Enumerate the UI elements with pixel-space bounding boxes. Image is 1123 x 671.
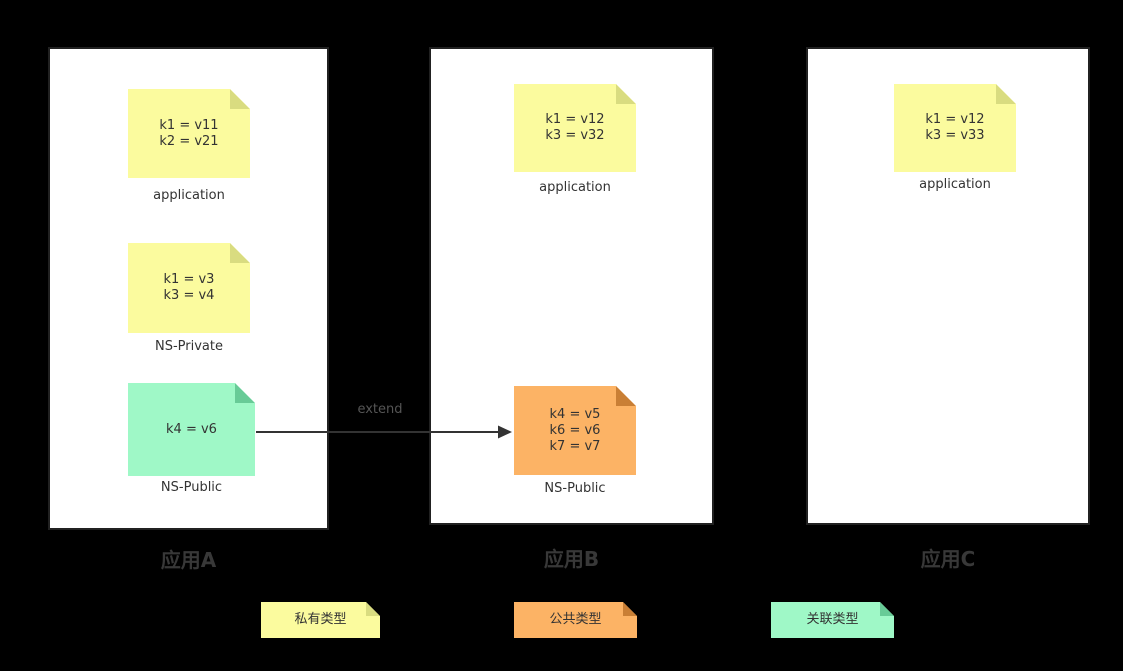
note-fold-icon bbox=[235, 383, 255, 403]
legend-label: 公共类型 bbox=[549, 612, 602, 627]
note-label-application-b: application bbox=[539, 180, 611, 195]
note-ns-private-a: k1 = v3 k3 = v4 bbox=[128, 243, 250, 333]
panel-title-app-a: 应用A bbox=[160, 548, 217, 572]
note-fold-icon bbox=[366, 602, 380, 616]
note-application-c: k1 = v12 k3 = v33 bbox=[894, 84, 1016, 172]
note-line: k4 = v5 bbox=[549, 406, 601, 422]
panel-title-app-c: 应用C bbox=[920, 547, 976, 571]
panel-app-b: k1 = v12 k3 = v32 application k4 = v5 k6… bbox=[429, 47, 714, 525]
note-application-b: k1 = v12 k3 = v32 bbox=[514, 84, 636, 172]
note-label-ns-private-a: NS-Private bbox=[155, 339, 223, 354]
note-label-ns-public-a: NS-Public bbox=[160, 480, 223, 495]
panel-app-c: k1 = v12 k3 = v33 application bbox=[806, 47, 1090, 525]
note-line: k3 = v4 bbox=[163, 288, 215, 303]
note-line: k6 = v6 bbox=[549, 422, 601, 438]
note-application-a: k1 = v11 k2 = v21 bbox=[128, 89, 250, 178]
note-line: k4 = v6 bbox=[166, 421, 217, 437]
legend-label: 关联类型 bbox=[806, 612, 859, 627]
legend-item-associated-type: 关联类型 bbox=[771, 602, 894, 638]
note-line: k7 = v7 bbox=[549, 438, 601, 454]
note-fold-icon bbox=[996, 84, 1016, 104]
note-line: k1 = v3 bbox=[163, 272, 215, 287]
extend-arrow-label: extend bbox=[357, 402, 403, 417]
note-line: k3 = v33 bbox=[925, 128, 985, 143]
note-fold-icon bbox=[230, 89, 250, 109]
note-ns-public-a: k4 = v6 bbox=[128, 383, 255, 476]
panel-app-a: k1 = v11 k2 = v21 application k1 = v3 k3… bbox=[48, 47, 329, 530]
note-line: k1 = v11 bbox=[159, 117, 219, 133]
note-line: k1 = v12 bbox=[925, 112, 985, 127]
note-line: k3 = v32 bbox=[545, 128, 605, 143]
note-fold-icon bbox=[616, 84, 636, 104]
note-label-ns-public-b: NS-Public bbox=[544, 481, 606, 496]
note-fold-icon bbox=[616, 386, 636, 406]
arrowhead-icon bbox=[498, 425, 512, 439]
note-fold-icon bbox=[880, 602, 894, 616]
note-fold-icon bbox=[623, 602, 637, 616]
note-ns-public-b: k4 = v5 k6 = v6 k7 = v7 bbox=[514, 386, 636, 475]
panel-title-app-b: 应用B bbox=[543, 547, 600, 571]
legend-item-public-type: 公共类型 bbox=[514, 602, 637, 638]
note-fold-icon bbox=[230, 243, 250, 263]
legend-item-private-type: 私有类型 bbox=[261, 602, 380, 638]
extend-arrow bbox=[256, 425, 512, 439]
note-label-application-c: application bbox=[919, 177, 991, 192]
note-line: k1 = v12 bbox=[545, 112, 605, 127]
legend-label: 私有类型 bbox=[294, 612, 347, 627]
note-label-application-a: application bbox=[153, 188, 225, 203]
note-line: k2 = v21 bbox=[159, 133, 219, 149]
